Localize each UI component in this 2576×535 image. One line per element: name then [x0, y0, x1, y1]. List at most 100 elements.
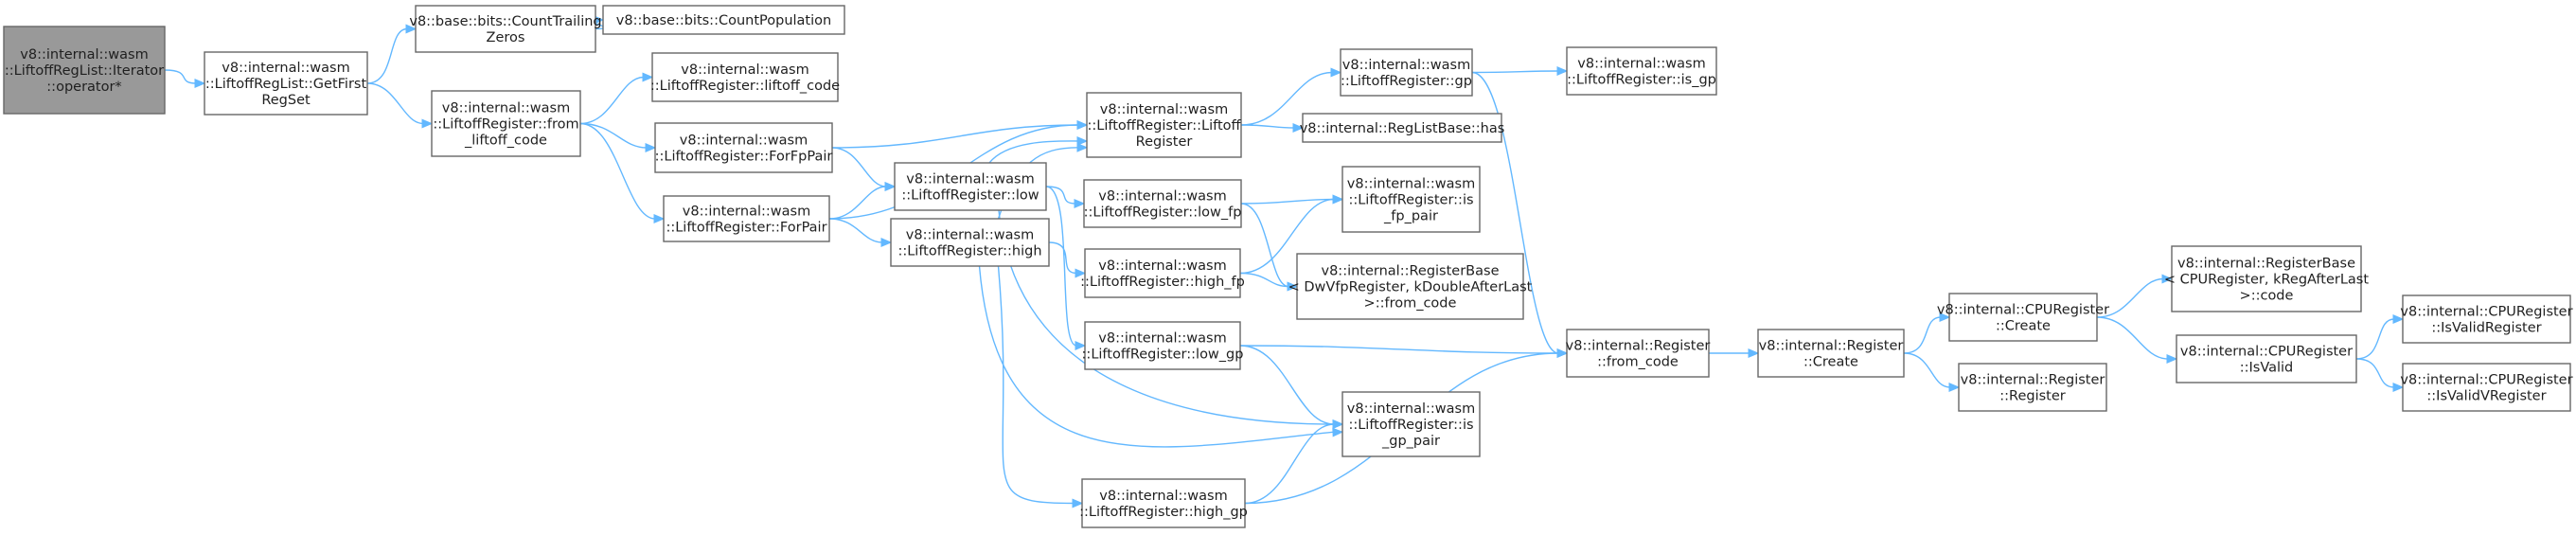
node-label-line: v8::internal::CPURegister: [1937, 303, 2109, 318]
edge-n0-n1: [164, 69, 206, 88]
edge-n1-n4: [366, 82, 434, 129]
node-label-line: v8::internal::wasm: [1098, 189, 1226, 205]
node-label-line: v8::internal::wasm: [683, 205, 810, 220]
node-box: [1341, 166, 1481, 233]
node-label-line: v8::base::bits::CountTrailing: [409, 14, 601, 29]
node-n11[interactable]: v8::internal::wasm::LiftoffRegister::gp: [1340, 48, 1473, 97]
node-n4[interactable]: v8::internal::wasm::LiftoffRegister::fro…: [431, 90, 581, 157]
node-label-line: RegSet: [261, 93, 311, 108]
node-n5[interactable]: v8::internal::wasm::LiftoffRegister::lif…: [650, 52, 840, 102]
node-label-line: v8::internal::CPURegister: [2180, 345, 2353, 360]
node-box: [1340, 48, 1473, 97]
node-n24[interactable]: v8::internal::Register::Register: [1958, 363, 2107, 412]
node-label-line: ::LiftoffRegister::high: [897, 244, 1041, 259]
edge-n8-n12: [1240, 123, 1305, 133]
edge-arrowhead: [2166, 354, 2178, 364]
edge-n8-n11: [1240, 67, 1342, 126]
node-box: [1757, 329, 1905, 378]
edge-arrowhead: [653, 214, 666, 223]
node-n1[interactable]: v8::internal::wasm::LiftoffRegList::GetF…: [204, 51, 368, 116]
node-box: [2176, 334, 2357, 383]
edge-n21-n22: [1709, 348, 1760, 358]
node-label-line: ::LiftoffRegList::Iterator: [5, 63, 164, 79]
node-n17[interactable]: v8::internal::RegisterBase< DwVfpRegiste…: [1288, 253, 1533, 320]
edge-arrowhead: [1074, 199, 1086, 208]
node-n12[interactable]: v8::internal::RegListBase::has: [1300, 113, 1505, 143]
node-n15[interactable]: v8::internal::wasm::LiftoffRegister::is_…: [1341, 166, 1481, 233]
node-label-line: ::LiftoffRegister::liftoff_code: [650, 79, 840, 94]
edge-n11-n13: [1471, 66, 1569, 76]
edge-arrowhead: [194, 79, 206, 88]
node-label-line: _liftoff_code: [464, 134, 547, 149]
node-box: [651, 52, 839, 102]
node-label-line: v8::internal::RegisterBase: [1322, 264, 1500, 279]
node-label-line: >::code: [2240, 289, 2294, 304]
edge-n4-n5: [579, 72, 654, 125]
edge-line: [1244, 423, 1335, 505]
node-label-line: >::from_code: [1364, 296, 1457, 312]
node-n6[interactable]: v8::internal::wasm::LiftoffRegister::For…: [654, 122, 833, 173]
edge-n23-n25: [2096, 274, 2174, 318]
node-label-line: v8::internal::wasm: [442, 101, 570, 116]
edge-arrowhead: [884, 182, 897, 191]
node-label-line: v8::internal::CPURegister: [2400, 373, 2572, 388]
node-label-line: ::LiftoffRegList::GetFirst: [205, 77, 367, 92]
edge-line: [1239, 272, 1289, 288]
edge-line: [1903, 352, 1951, 388]
edge-arrowhead: [1556, 66, 1569, 76]
node-n25[interactable]: v8::internal::RegisterBase< CPURegister,…: [2164, 245, 2369, 312]
node-label-line: _gp_pair: [1381, 434, 1440, 449]
edge-n10-n16: [1048, 241, 1087, 278]
node-label-line: v8::internal::wasm: [906, 172, 1034, 187]
node-n9[interactable]: v8::internal::wasm::LiftoffRegister::low: [894, 162, 1047, 211]
edge-arrowhead: [1292, 123, 1305, 133]
node-n3[interactable]: v8::base::bits::CountPopulation: [602, 5, 845, 35]
edge-arrowhead: [1075, 341, 1087, 350]
edge-n14-n17: [1240, 203, 1299, 292]
node-n13[interactable]: v8::internal::wasm::LiftoffRegister::is_…: [1566, 46, 1717, 96]
node-n21[interactable]: v8::internal::Register::from_code: [1566, 329, 1711, 378]
node-n26[interactable]: v8::internal::CPURegister::IsValid: [2176, 334, 2357, 383]
node-box: [1081, 478, 1246, 528]
edge-n18-n19: [1239, 345, 1344, 429]
edge-line: [1471, 70, 1559, 74]
edge-n7-n10: [828, 218, 893, 247]
edge-line: [579, 122, 648, 149]
edge-line: [997, 265, 1075, 505]
node-n18[interactable]: v8::internal::wasm::LiftoffRegister::low…: [1082, 321, 1244, 370]
node-box: [2171, 245, 2362, 312]
edge-arrowhead: [1076, 136, 1089, 146]
edge-line: [2355, 358, 2395, 388]
node-n28[interactable]: v8::internal::CPURegister::IsValidVRegis…: [2400, 363, 2573, 412]
edge-line: [978, 265, 1335, 448]
node-n19[interactable]: v8::internal::wasm::LiftoffRegister::is_…: [1341, 391, 1481, 457]
edge-arrowhead: [2392, 314, 2405, 324]
node-n7[interactable]: v8::internal::wasm::LiftoffRegister::For…: [663, 195, 830, 242]
edge-n16-n17: [1239, 272, 1299, 292]
edge-arrowhead: [1556, 348, 1569, 358]
node-box: [1296, 253, 1524, 320]
node-n0[interactable]: v8::internal::wasm::LiftoffRegList::Iter…: [3, 26, 166, 115]
node-label-line: v8::internal::Register: [1759, 339, 1904, 354]
edge-n9-n8: [988, 136, 1089, 164]
node-n16[interactable]: v8::internal::wasm::LiftoffRegister::hig…: [1080, 248, 1245, 298]
edge-arrowhead: [1948, 383, 1961, 392]
node-n22[interactable]: v8::internal::Register::Create: [1757, 329, 1905, 378]
node-n8[interactable]: v8::internal::wasm::LiftoffRegister::Lif…: [1086, 92, 1242, 158]
node-label-line: Zeros: [487, 30, 525, 45]
node-n10[interactable]: v8::internal::wasm::LiftoffRegister::hig…: [890, 218, 1050, 267]
node-n14[interactable]: v8::internal::wasm::LiftoffRegister::low…: [1083, 179, 1242, 228]
edge-arrowhead: [1076, 142, 1089, 152]
node-label-line: < DwVfpRegister, kDoubleAfterLast: [1288, 280, 1533, 295]
node-n20[interactable]: v8::internal::wasm::LiftoffRegister::hig…: [1079, 478, 1248, 528]
edge-line: [1240, 203, 1289, 288]
edge-layer: [164, 15, 2405, 508]
node-n27[interactable]: v8::internal::CPURegister::IsValidRegist…: [2400, 294, 2573, 344]
node-n23[interactable]: v8::internal::CPURegister::Create: [1937, 293, 2109, 342]
edge-n4-n6: [579, 122, 657, 152]
node-label-line: v8::internal::wasm: [20, 47, 148, 62]
node-label-line: v8::base::bits::CountPopulation: [616, 13, 831, 28]
edge-line: [2096, 316, 2169, 360]
edge-n9-n14: [1045, 186, 1086, 208]
